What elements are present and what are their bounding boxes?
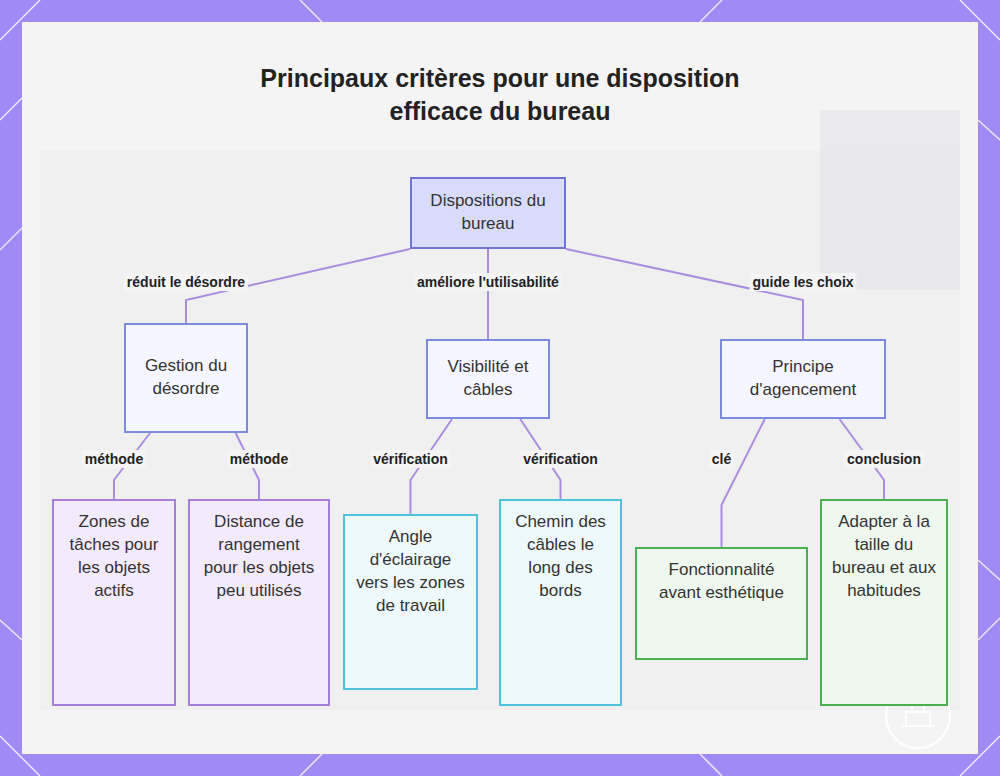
node-text: Distance de rangement pour les objets pe… <box>199 511 319 603</box>
detail-box: Adapter à la taille du bureau et aux hab… <box>820 499 948 706</box>
blurred-photo <box>820 110 960 290</box>
edge-label: guide les choix <box>749 273 856 291</box>
category-box: Principe d'agencement <box>720 339 886 419</box>
connector <box>566 249 803 339</box>
panel <box>22 22 978 754</box>
node-text: Chemin des câbles le long des bords <box>510 511 611 603</box>
node-text: Dispositions du bureau <box>421 190 555 236</box>
root-box: Dispositions du bureau <box>410 177 566 249</box>
node-text: Visibilité et câbles <box>437 356 539 402</box>
connector <box>487 249 489 339</box>
edge-label: méthode <box>227 450 291 468</box>
detail-box: Chemin des câbles le long des bords <box>499 499 622 706</box>
detail-box: Angle d'éclairage vers les zones de trav… <box>343 514 478 690</box>
connector <box>722 419 765 547</box>
logo-mark <box>902 704 934 726</box>
edge-label: conclusion <box>844 450 924 468</box>
node-text: Zones de tâches pour les objets actifs <box>63 511 165 603</box>
node-text: Angle d'éclairage vers les zones de trav… <box>354 526 467 618</box>
node-text: Principe d'agencement <box>731 356 875 402</box>
node-text: Fonctionnalité avant esthétique <box>646 559 797 605</box>
edge-label: clé <box>709 450 734 468</box>
edge-label: méthode <box>82 450 146 468</box>
node-text: Gestion du désordre <box>135 355 237 401</box>
detail-box: Fonctionnalité avant esthétique <box>635 547 808 660</box>
edge-label: réduit le désordre <box>124 273 248 291</box>
node-text: Adapter à la taille du bureau et aux hab… <box>831 511 937 603</box>
category-box: Gestion du désordre <box>124 323 248 433</box>
detail-box: Zones de tâches pour les objets actifs <box>52 499 176 706</box>
category-box: Visibilité et câbles <box>426 339 550 419</box>
edge-label: vérification <box>370 450 451 468</box>
edge-label: vérification <box>520 450 601 468</box>
diagram-title: Principaux critères pour une disposition… <box>260 62 740 127</box>
edge-label: améliore l'utilisabilité <box>414 273 562 291</box>
detail-box: Distance de rangement pour les objets pe… <box>188 499 330 706</box>
